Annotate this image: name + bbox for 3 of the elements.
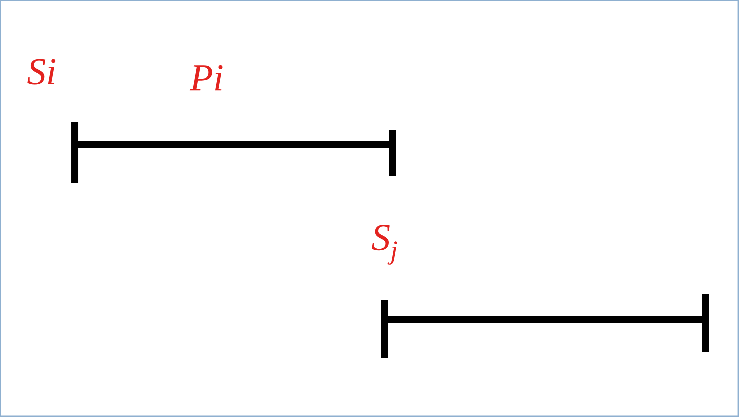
point-label: Si [28,59,56,85]
point-label: S$_{j}$ [372,225,398,265]
point-label: Pi [190,65,223,91]
